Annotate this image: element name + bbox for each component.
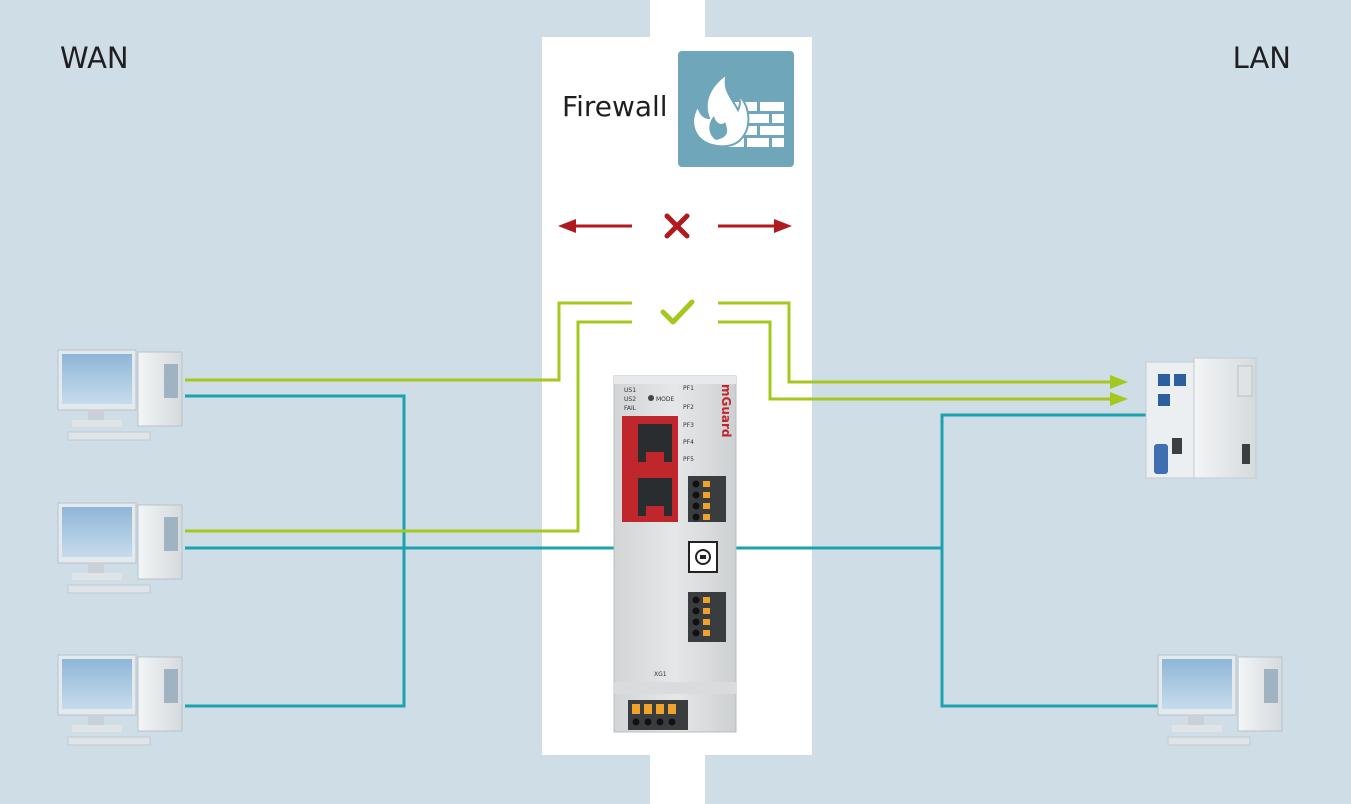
allowed-traffic-lines bbox=[185, 301, 1112, 533]
blocked-x-icon bbox=[664, 213, 690, 239]
allowed-arrow-head-2 bbox=[1110, 392, 1128, 406]
blocked-arrow-right-head bbox=[774, 219, 792, 233]
indicator-us1: US1 bbox=[624, 387, 636, 394]
bottom-connector-label: XG1 bbox=[654, 671, 667, 678]
indicator-us2: US2 bbox=[624, 396, 636, 403]
mguard-device: US1 US2 FAIL MODE PF1 PF2 PF3 PF4 PF5 mG… bbox=[613, 375, 737, 733]
firewall-title: Firewall bbox=[562, 90, 668, 123]
firewall-icon bbox=[678, 51, 794, 167]
mode-button bbox=[648, 395, 654, 401]
wan-label: WAN bbox=[60, 41, 129, 75]
power-terminal bbox=[628, 700, 688, 730]
indicator-pf3: PF3 bbox=[683, 422, 694, 429]
indicator-pf5: PF5 bbox=[683, 456, 694, 463]
lan-bus bbox=[736, 413, 1158, 708]
wan-bus bbox=[185, 394, 614, 708]
blocked-arrow-left-head bbox=[558, 219, 576, 233]
lan-plc-controller bbox=[1145, 357, 1257, 479]
lan-computer bbox=[1157, 654, 1283, 746]
config-slot-icon bbox=[688, 541, 718, 573]
allowed-arrow-head-1 bbox=[1110, 375, 1128, 389]
terminal-block-1 bbox=[688, 476, 726, 522]
indicator-pf2: PF2 bbox=[683, 404, 694, 411]
wan-computer-1 bbox=[57, 349, 183, 441]
indicator-pf4: PF4 bbox=[683, 439, 694, 446]
terminal-block-2 bbox=[688, 592, 726, 642]
indicator-pf1: PF1 bbox=[683, 385, 694, 392]
check-icon bbox=[660, 299, 695, 325]
mode-label: MODE bbox=[656, 396, 675, 403]
lan-label: LAN bbox=[1233, 41, 1291, 75]
wan-computer-3 bbox=[57, 654, 183, 746]
device-brand: mGuard bbox=[719, 384, 733, 438]
indicator-fail: FAIL bbox=[624, 405, 637, 412]
wan-computer-2 bbox=[57, 502, 183, 594]
blocked-traffic-indicator bbox=[558, 213, 792, 239]
